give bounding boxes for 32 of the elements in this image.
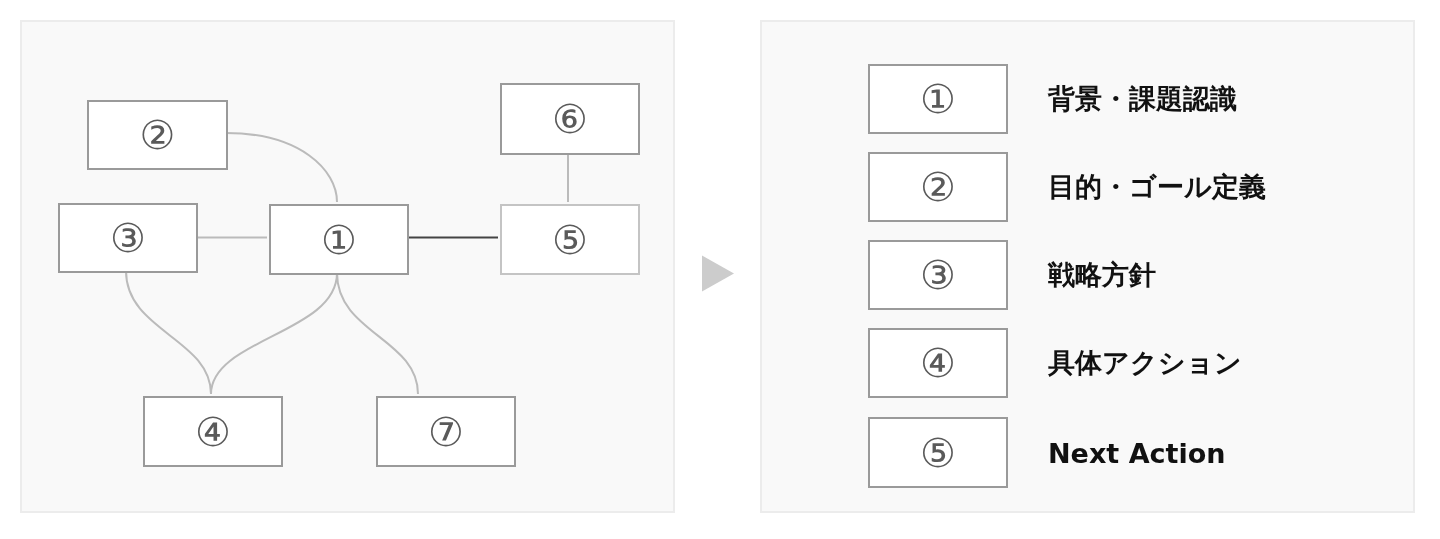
circled-number: ② bbox=[920, 167, 956, 207]
numbered-box bbox=[500, 204, 640, 275]
connector-line bbox=[406, 236, 499, 239]
numbered-box bbox=[58, 203, 198, 273]
panel-background bbox=[760, 20, 1415, 513]
item-label: 戦略方針 bbox=[1048, 258, 1156, 292]
circled-number: ① bbox=[321, 219, 357, 260]
chevron-arrow bbox=[702, 255, 734, 292]
connector-line bbox=[195, 236, 268, 239]
circled-number: ④ bbox=[920, 343, 956, 383]
circled-number: ② bbox=[139, 115, 176, 155]
circled-number: ⑤ bbox=[552, 219, 588, 260]
circled-number: ④ bbox=[195, 411, 231, 452]
circled-number: ① bbox=[920, 79, 956, 119]
connector-line bbox=[225, 132, 338, 203]
circled-number: ⑤ bbox=[920, 432, 956, 473]
connector-line bbox=[567, 152, 569, 203]
circled-number: ③ bbox=[920, 255, 956, 295]
numbered-box bbox=[269, 204, 409, 275]
numbered-box bbox=[143, 396, 283, 467]
circled-number: ③ bbox=[110, 218, 146, 258]
item-label: Next Action bbox=[1048, 437, 1226, 468]
item-label: 目的・ゴール定義 bbox=[1048, 170, 1266, 204]
item-label: 具体アクション bbox=[1048, 346, 1242, 380]
panel-background bbox=[20, 20, 675, 513]
item-label: 背景・課題認識 bbox=[1048, 82, 1237, 116]
numbered-box bbox=[87, 100, 228, 170]
numbered-box bbox=[500, 83, 640, 155]
circled-number: ⑦ bbox=[428, 411, 464, 452]
circled-number: ⑥ bbox=[552, 99, 588, 139]
numbered-box bbox=[376, 396, 516, 467]
connector-line bbox=[336, 272, 419, 395]
